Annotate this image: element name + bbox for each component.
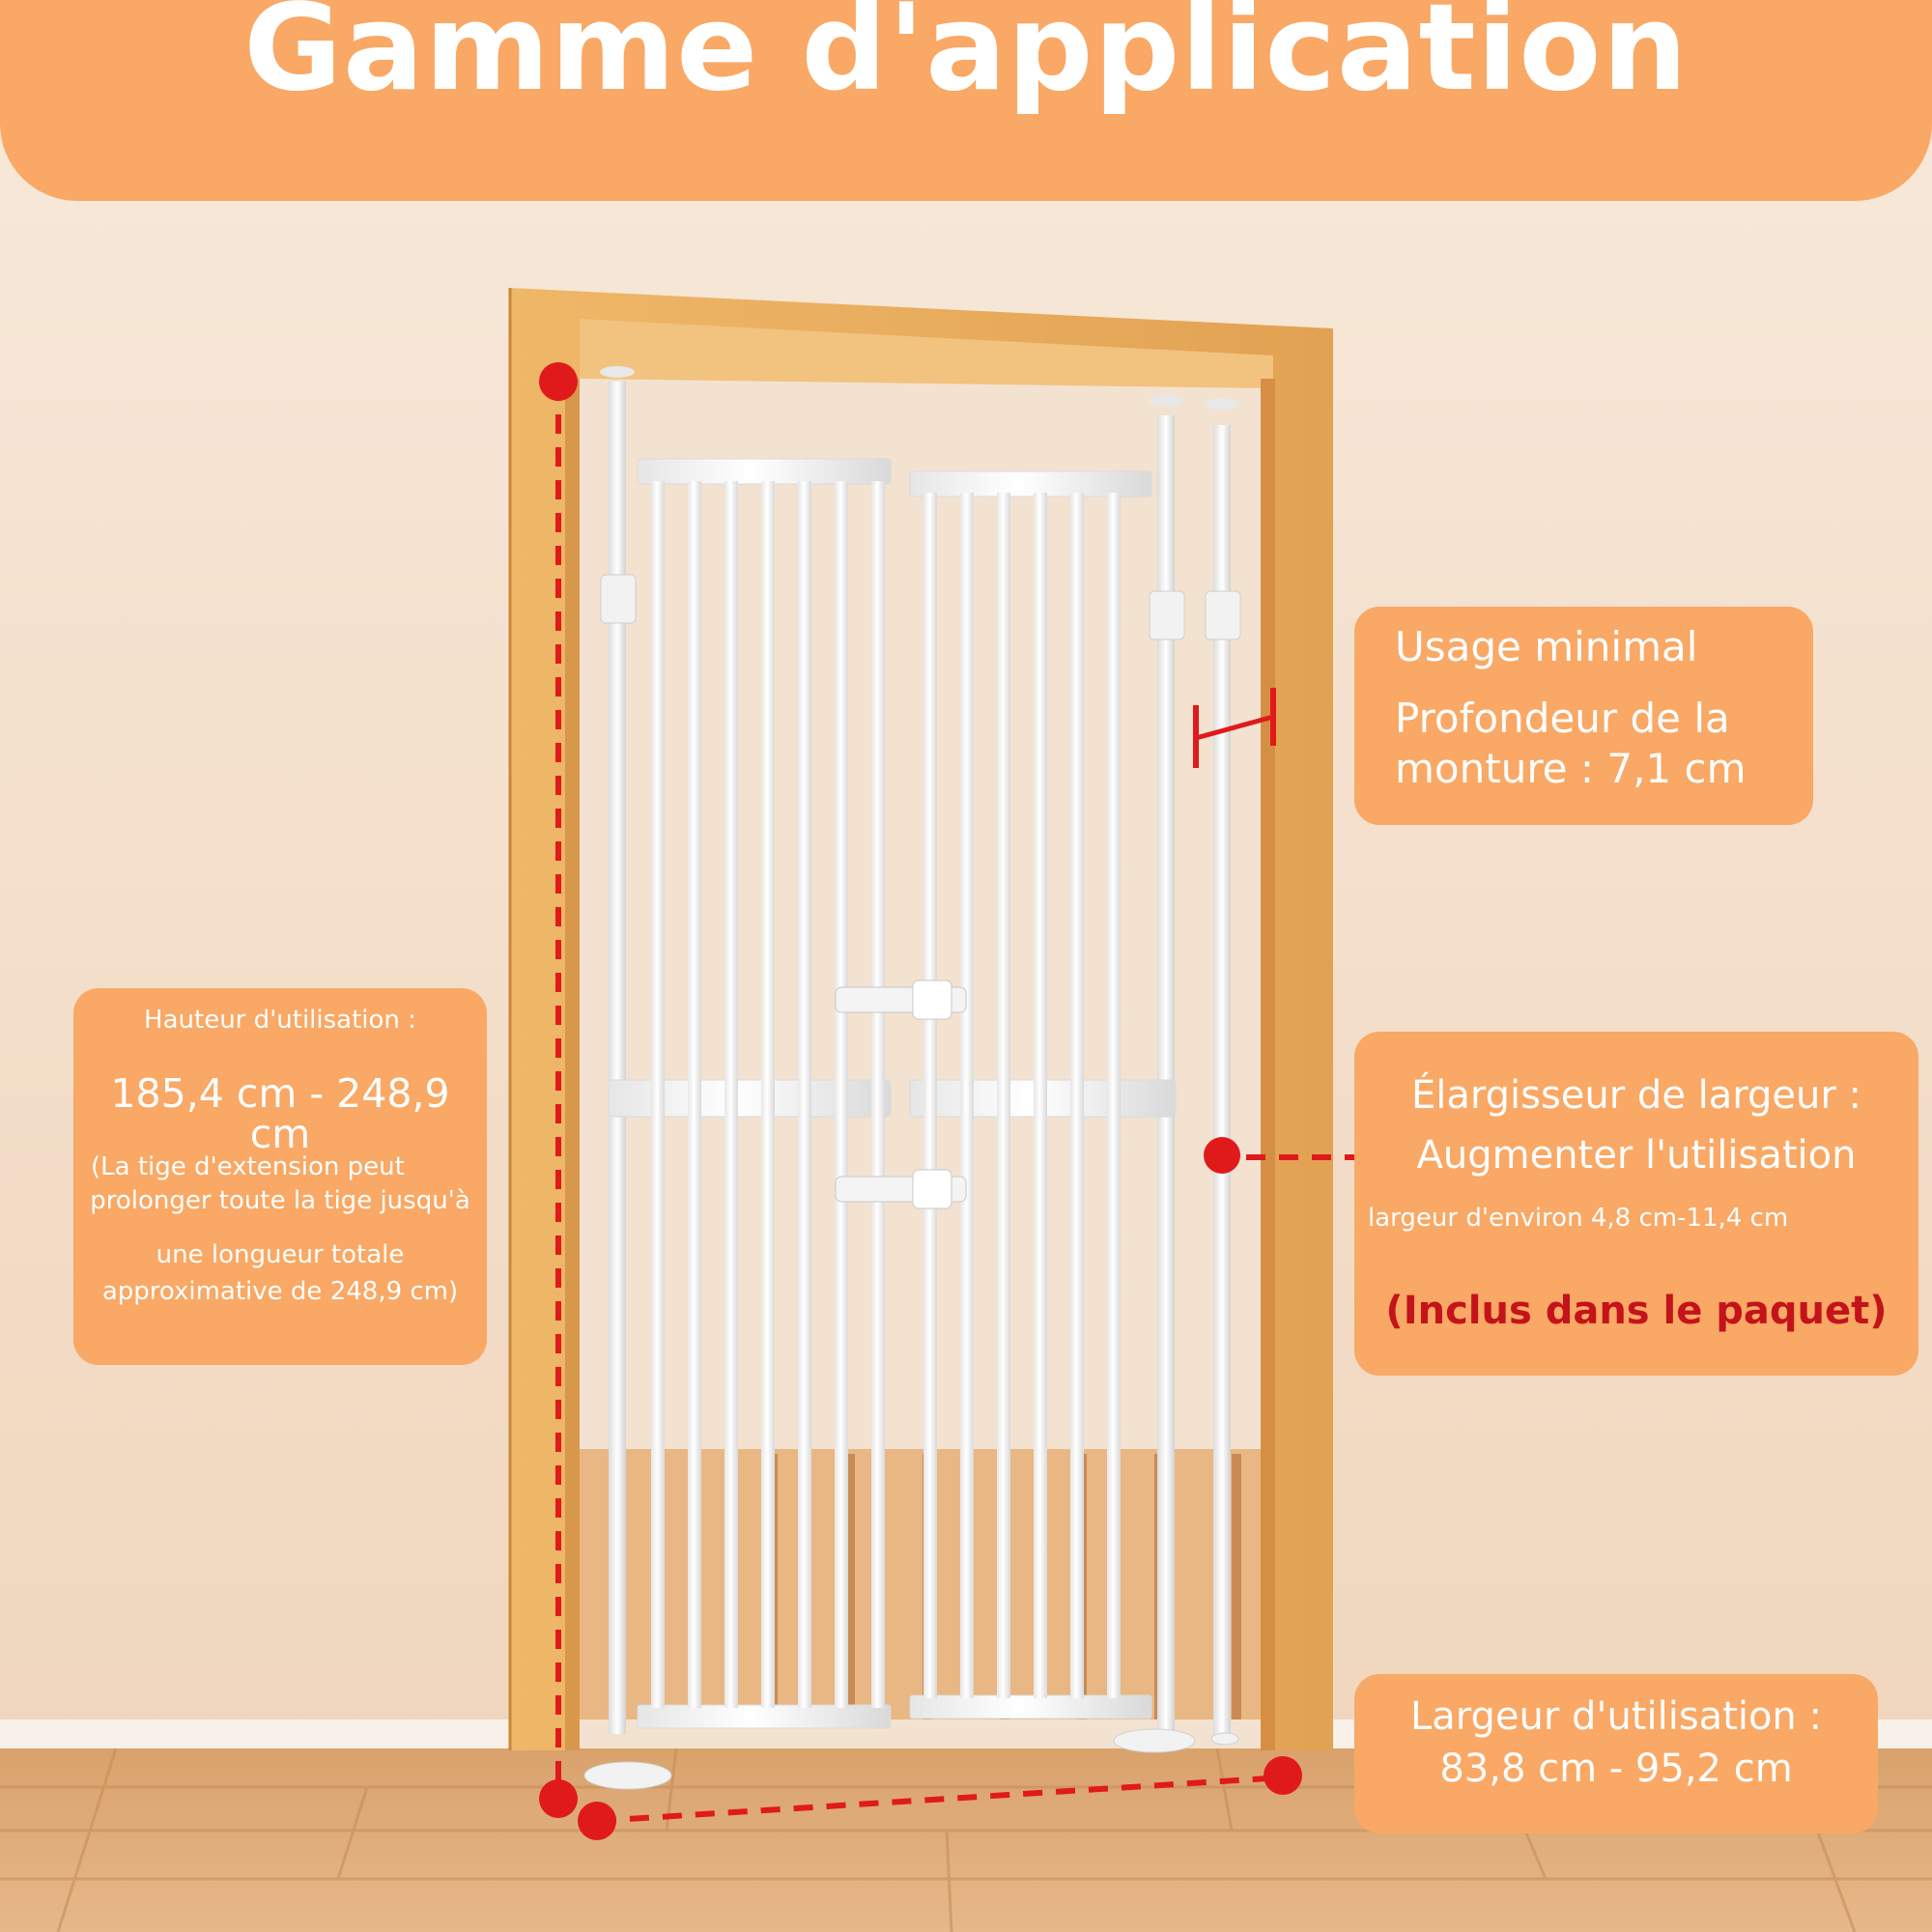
mount-depth-line1: Profondeur de la	[1395, 695, 1730, 742]
height-note-line4: approximative de 248,9 cm)	[101, 1277, 459, 1306]
usage-width-callout: Largeur d'utilisation : 83,8 cm - 95,2 c…	[1354, 1674, 1878, 1833]
page-title: Gamme d'application	[243, 0, 1689, 118]
extender-range: largeur d'environ 4,8 cm-11,4 cm	[1368, 1204, 1789, 1233]
height-range-line2: cm	[249, 1111, 311, 1157]
width-measurement-marker	[578, 1756, 1302, 1840]
extender-pointer-marker	[1204, 1137, 1354, 1174]
mount-depth-line2: monture : 7,1 cm	[1395, 745, 1747, 792]
minimal-usage-callout: Usage minimal Profondeur de la monture :…	[1354, 607, 1813, 825]
extender-title-line1: Élargisseur de largeur :	[1410, 1073, 1861, 1118]
height-range-callout: Hauteur d'utilisation : 185,4 cm - 248,9…	[73, 988, 487, 1365]
height-range-line1: 185,4 cm - 248,9	[110, 1070, 450, 1117]
header-banner: Gamme d'application	[0, 0, 1932, 201]
height-note-line1: (La tige d'extension peut	[91, 1152, 405, 1181]
width-range: 83,8 cm - 95,2 cm	[1439, 1747, 1793, 1791]
height-label: Hauteur d'utilisation :	[144, 1006, 416, 1035]
width-extender-callout: Élargisseur de largeur : Augmenter l'uti…	[1354, 1032, 1918, 1376]
height-note-line3: une longueur totale	[156, 1240, 405, 1269]
height-note-line2: prolonger toute la tige jusqu'à	[90, 1186, 470, 1215]
pressure-gate	[583, 366, 1241, 1790]
width-label: Largeur d'utilisation :	[1410, 1694, 1822, 1739]
height-measurement-marker	[539, 362, 578, 1818]
included-in-package-note: (Inclus dans le paquet)	[1385, 1289, 1888, 1333]
minimal-usage-label: Usage minimal	[1395, 623, 1698, 670]
depth-measurement-marker	[1193, 688, 1276, 768]
extender-title-line2: Augmenter l'utilisation	[1416, 1133, 1857, 1178]
